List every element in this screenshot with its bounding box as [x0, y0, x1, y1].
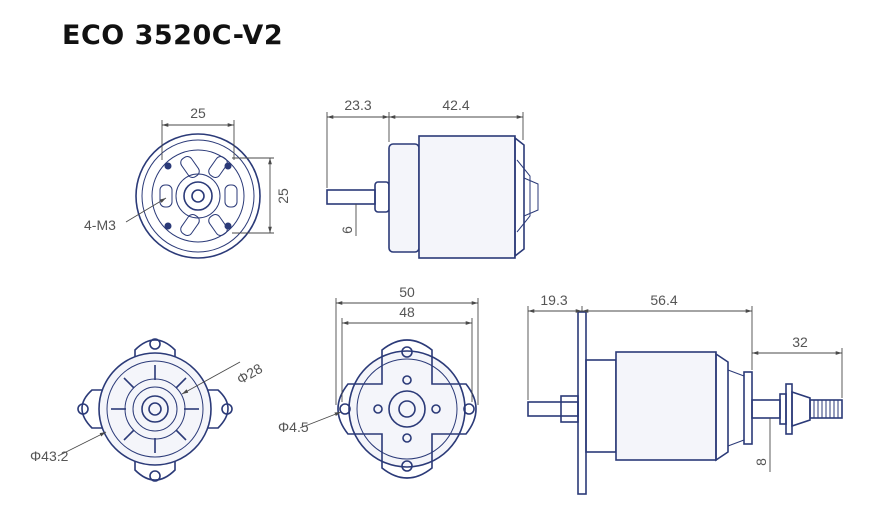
assembly-adapter-label: 32: [792, 334, 808, 350]
m3-hole: [164, 162, 172, 170]
screw-label: 4-M3: [84, 217, 116, 233]
assembly-body-length-label: 56.4: [650, 292, 677, 308]
drawing-title: ECO 3520C-V2: [62, 20, 284, 51]
assembly-view: 19.3 56.4 32 8: [527, 292, 843, 495]
side-body-length-label: 42.4: [442, 97, 469, 113]
rear-mount-view: Φ28 Φ43.2: [30, 338, 265, 482]
front-view: 25 25 4-M3: [84, 105, 291, 259]
m3-hole: [164, 222, 172, 230]
cross-mount-view: 50 48 Φ4.5: [278, 284, 479, 479]
rear-diameter-label: Φ28: [234, 360, 265, 387]
side-view: 23.3 42.4 6: [326, 97, 539, 259]
m3-hole: [224, 222, 232, 230]
assembly-shaft-length-label: 19.3: [540, 292, 567, 308]
front-width-label: 25: [190, 105, 206, 121]
m3-hole: [224, 162, 232, 170]
side-shaft-length-label: 23.3: [344, 97, 371, 113]
cross-hole-label: Φ4.5: [278, 419, 309, 435]
cross-inner-span-label: 48: [399, 304, 415, 320]
side-shaft-dia-label: 6: [339, 226, 355, 234]
front-height-label: 25: [275, 188, 291, 204]
adapter-thread: [813, 400, 839, 418]
front-vent-slots: [159, 156, 238, 236]
rear-cooling-fins: [111, 365, 199, 453]
rear-outer-diameter-label: Φ43.2: [30, 448, 69, 464]
assembly-shaft-dia-label: 8: [753, 458, 769, 466]
cross-outer-span-label: 50: [399, 284, 415, 300]
